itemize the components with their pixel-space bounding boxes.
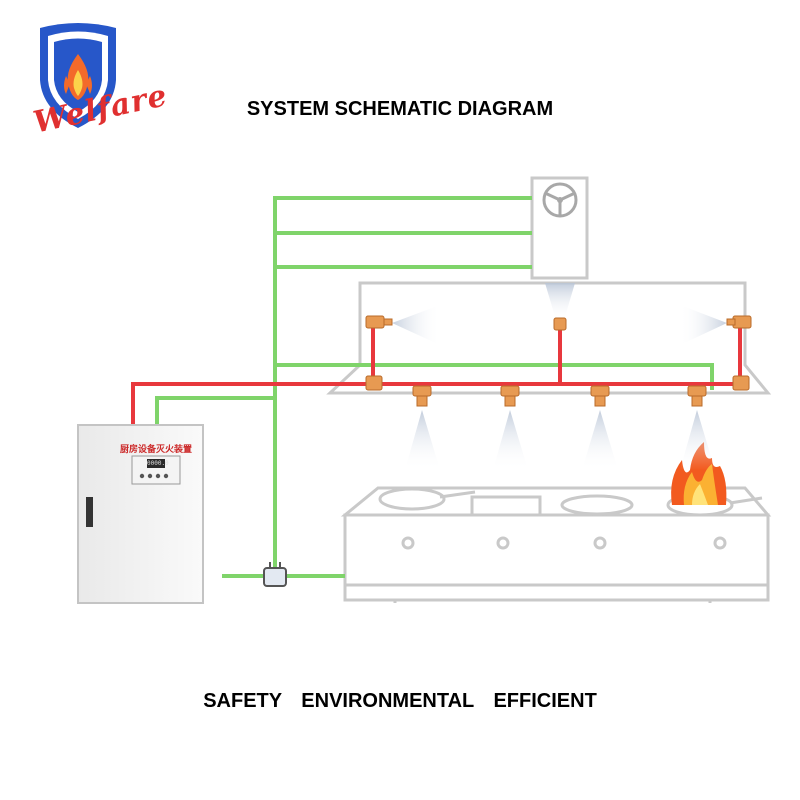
exhaust-fan [530, 176, 589, 280]
nozzle-sprays [392, 283, 727, 470]
cooking-range [340, 486, 772, 603]
control-panel-display: 0000.0 [147, 459, 169, 468]
gas-valve [263, 562, 287, 587]
range-hood [326, 281, 772, 395]
nozzle-fittings [365, 315, 752, 407]
control-panel-label: 厨房设备灭火装置 [119, 444, 192, 454]
brand-logo: Welfare [18, 18, 171, 153]
gas-line [155, 196, 714, 578]
fire-icon [671, 442, 727, 505]
page-title: SYSTEM SCHEMATIC DIAGRAM [246, 98, 554, 120]
tagline: SAFETY ENVIRONMENTAL EFFICIENT [203, 690, 597, 712]
shield-flame-icon [40, 23, 116, 128]
fan-icon [542, 182, 578, 218]
control-cabinet [77, 424, 204, 604]
